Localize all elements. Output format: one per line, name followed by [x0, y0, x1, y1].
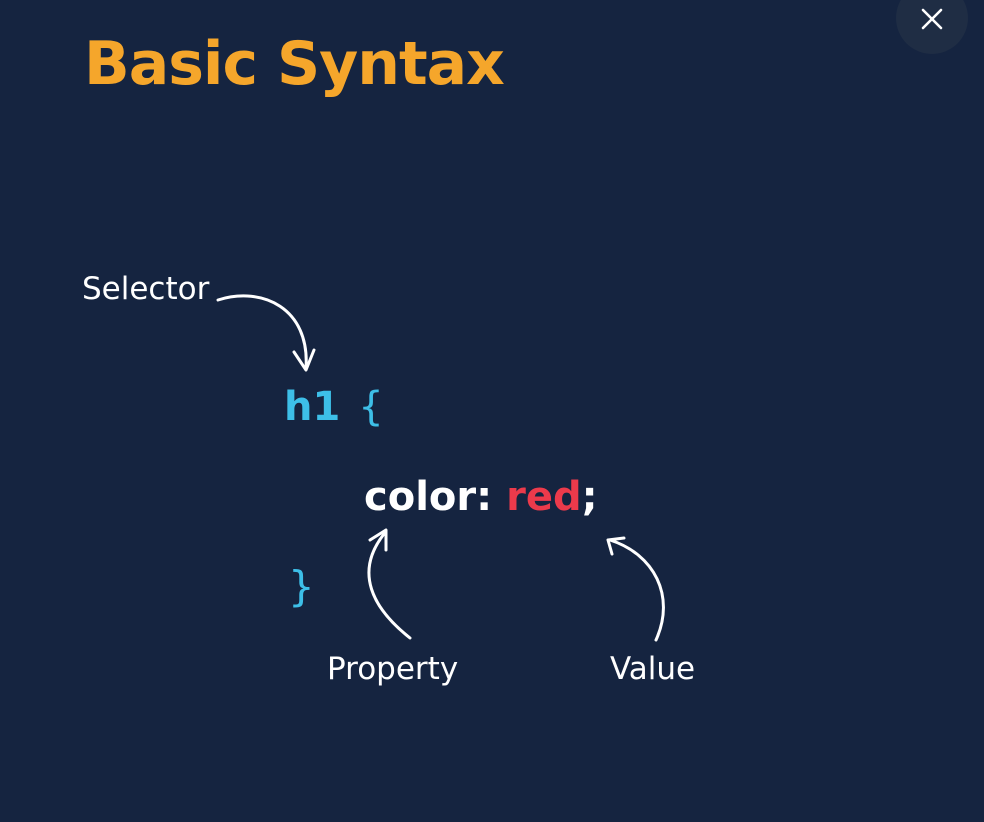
code-open-brace: { [358, 384, 384, 430]
selector-label: Selector [82, 271, 210, 307]
property-label: Property [327, 651, 459, 687]
code-value: red [506, 474, 582, 520]
code-selector-line: h1 { [284, 382, 384, 432]
code-property: color: [364, 474, 493, 520]
property-arrow-icon [367, 528, 412, 640]
code-declaration-line: color: red; [364, 472, 598, 522]
selector-arrow-icon [216, 294, 316, 372]
close-button[interactable] [896, 0, 968, 54]
code-semicolon: ; [581, 474, 598, 520]
slide-title: Basic Syntax [84, 29, 505, 99]
close-icon [921, 8, 943, 30]
code-close-brace: } [288, 562, 315, 611]
value-label: Value [610, 651, 696, 687]
code-selector: h1 [284, 384, 341, 430]
value-arrow-icon [606, 536, 665, 642]
